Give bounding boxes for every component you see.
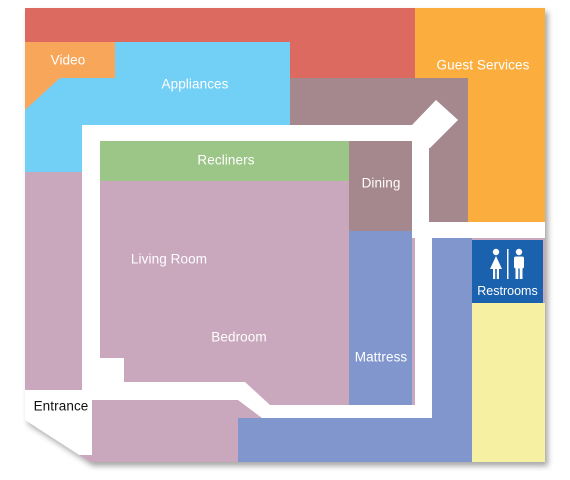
- region-blue-bottom: [238, 238, 472, 462]
- region-yellow: [472, 303, 545, 462]
- restrooms-sign: Restrooms: [472, 240, 543, 303]
- region-recliners: [100, 141, 349, 181]
- label-appliances: Appliances: [161, 76, 229, 92]
- region-appliances: [25, 42, 290, 172]
- woman-icon: [490, 248, 502, 279]
- label-guest-services: Guest Services: [436, 57, 530, 73]
- label-video: Video: [50, 52, 86, 68]
- region-left-strip: [25, 172, 82, 362]
- region-dining: [349, 141, 412, 231]
- label-bedroom: Bedroom: [211, 329, 267, 345]
- aisles: [25, 100, 545, 455]
- region-bottom-pink: [92, 400, 238, 462]
- label-entrance: Entrance: [33, 398, 89, 414]
- restroom-divider: [507, 249, 509, 279]
- label-living-room: Living Room: [130, 251, 208, 267]
- man-icon: [514, 248, 524, 279]
- region-living-bedroom: [100, 181, 349, 405]
- label-dining: Dining: [361, 175, 401, 191]
- label-mattress: Mattress: [354, 349, 408, 365]
- restroom-icons: [490, 248, 524, 279]
- region-red-right: [290, 8, 415, 78]
- label-recliners: Recliners: [197, 152, 255, 168]
- region-video: [25, 42, 115, 110]
- label-restrooms: Restrooms: [477, 284, 538, 298]
- region-mattress: [349, 231, 412, 405]
